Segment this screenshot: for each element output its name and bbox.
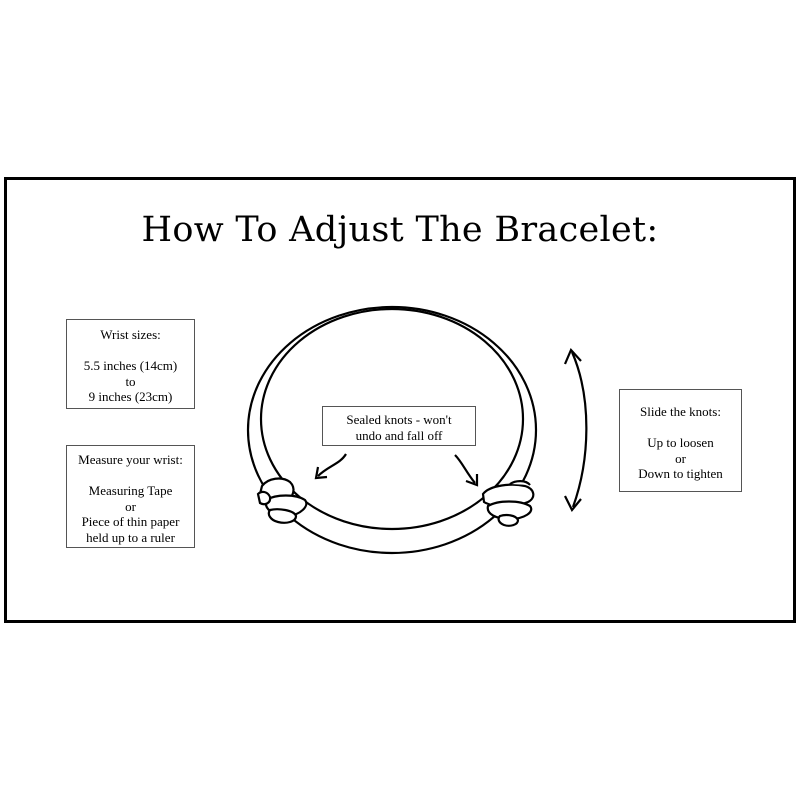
slide-down-tighten: Down to tighten bbox=[638, 466, 723, 481]
measure-option-or: or bbox=[125, 498, 136, 514]
right-knot-icon bbox=[481, 480, 535, 527]
wrist-size-min: 5.5 inches (14cm) bbox=[83, 358, 178, 373]
sealed-knots-line2: undo and fall off bbox=[355, 427, 443, 443]
slide-knots-box: Slide the knots: Up to loosen or Down to… bbox=[619, 389, 742, 492]
measure-wrist-heading: Measure your wrist: bbox=[78, 452, 183, 467]
sealed-knots-line1: Sealed knots - won't bbox=[346, 412, 452, 427]
wrist-sizes-box: Wrist sizes: 5.5 inches (14cm) to 9 inch… bbox=[66, 319, 195, 409]
left-pointer-arrow-icon bbox=[314, 453, 347, 480]
slide-up-loosen: Up to loosen bbox=[647, 435, 714, 450]
measure-option-ruler: held up to a ruler bbox=[86, 529, 175, 545]
slide-double-arrow-icon bbox=[563, 347, 588, 513]
bracelet-inner-ring bbox=[259, 307, 525, 531]
wrist-size-to: to bbox=[125, 373, 136, 389]
bracelet-outer-ring bbox=[246, 305, 538, 555]
right-pointer-arrow-icon bbox=[454, 454, 479, 487]
slide-knots-heading: Slide the knots: bbox=[640, 404, 721, 419]
measure-option-tape: Measuring Tape bbox=[88, 483, 173, 498]
wrist-sizes-heading: Wrist sizes: bbox=[100, 327, 161, 342]
measure-wrist-box: Measure your wrist: Measuring Tape or Pi… bbox=[66, 445, 195, 548]
sealed-knots-box: Sealed knots - won't undo and fall off bbox=[322, 406, 476, 446]
left-knot-icon bbox=[256, 477, 308, 524]
measure-option-paper: Piece of thin paper bbox=[81, 514, 180, 529]
slide-or: or bbox=[675, 450, 686, 466]
wrist-size-max: 9 inches (23cm) bbox=[88, 389, 173, 404]
page-title: How To Adjust The Bracelet: bbox=[141, 210, 659, 250]
